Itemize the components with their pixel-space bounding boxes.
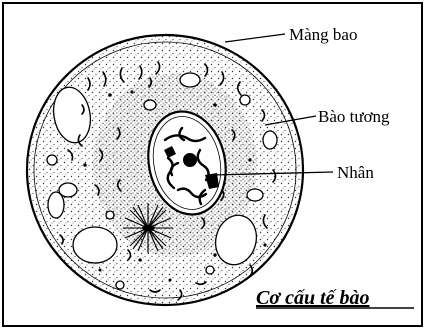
membrane-leader (225, 34, 285, 42)
nucleolus (183, 153, 197, 167)
nucleus-label: Nhân (337, 163, 374, 182)
membrane-label: Màng bao (289, 25, 357, 44)
diagram-caption: Cơ cấu tế bào (256, 287, 370, 309)
centrosome (123, 203, 173, 253)
cytoplasm-label: Bào tương (318, 107, 390, 126)
